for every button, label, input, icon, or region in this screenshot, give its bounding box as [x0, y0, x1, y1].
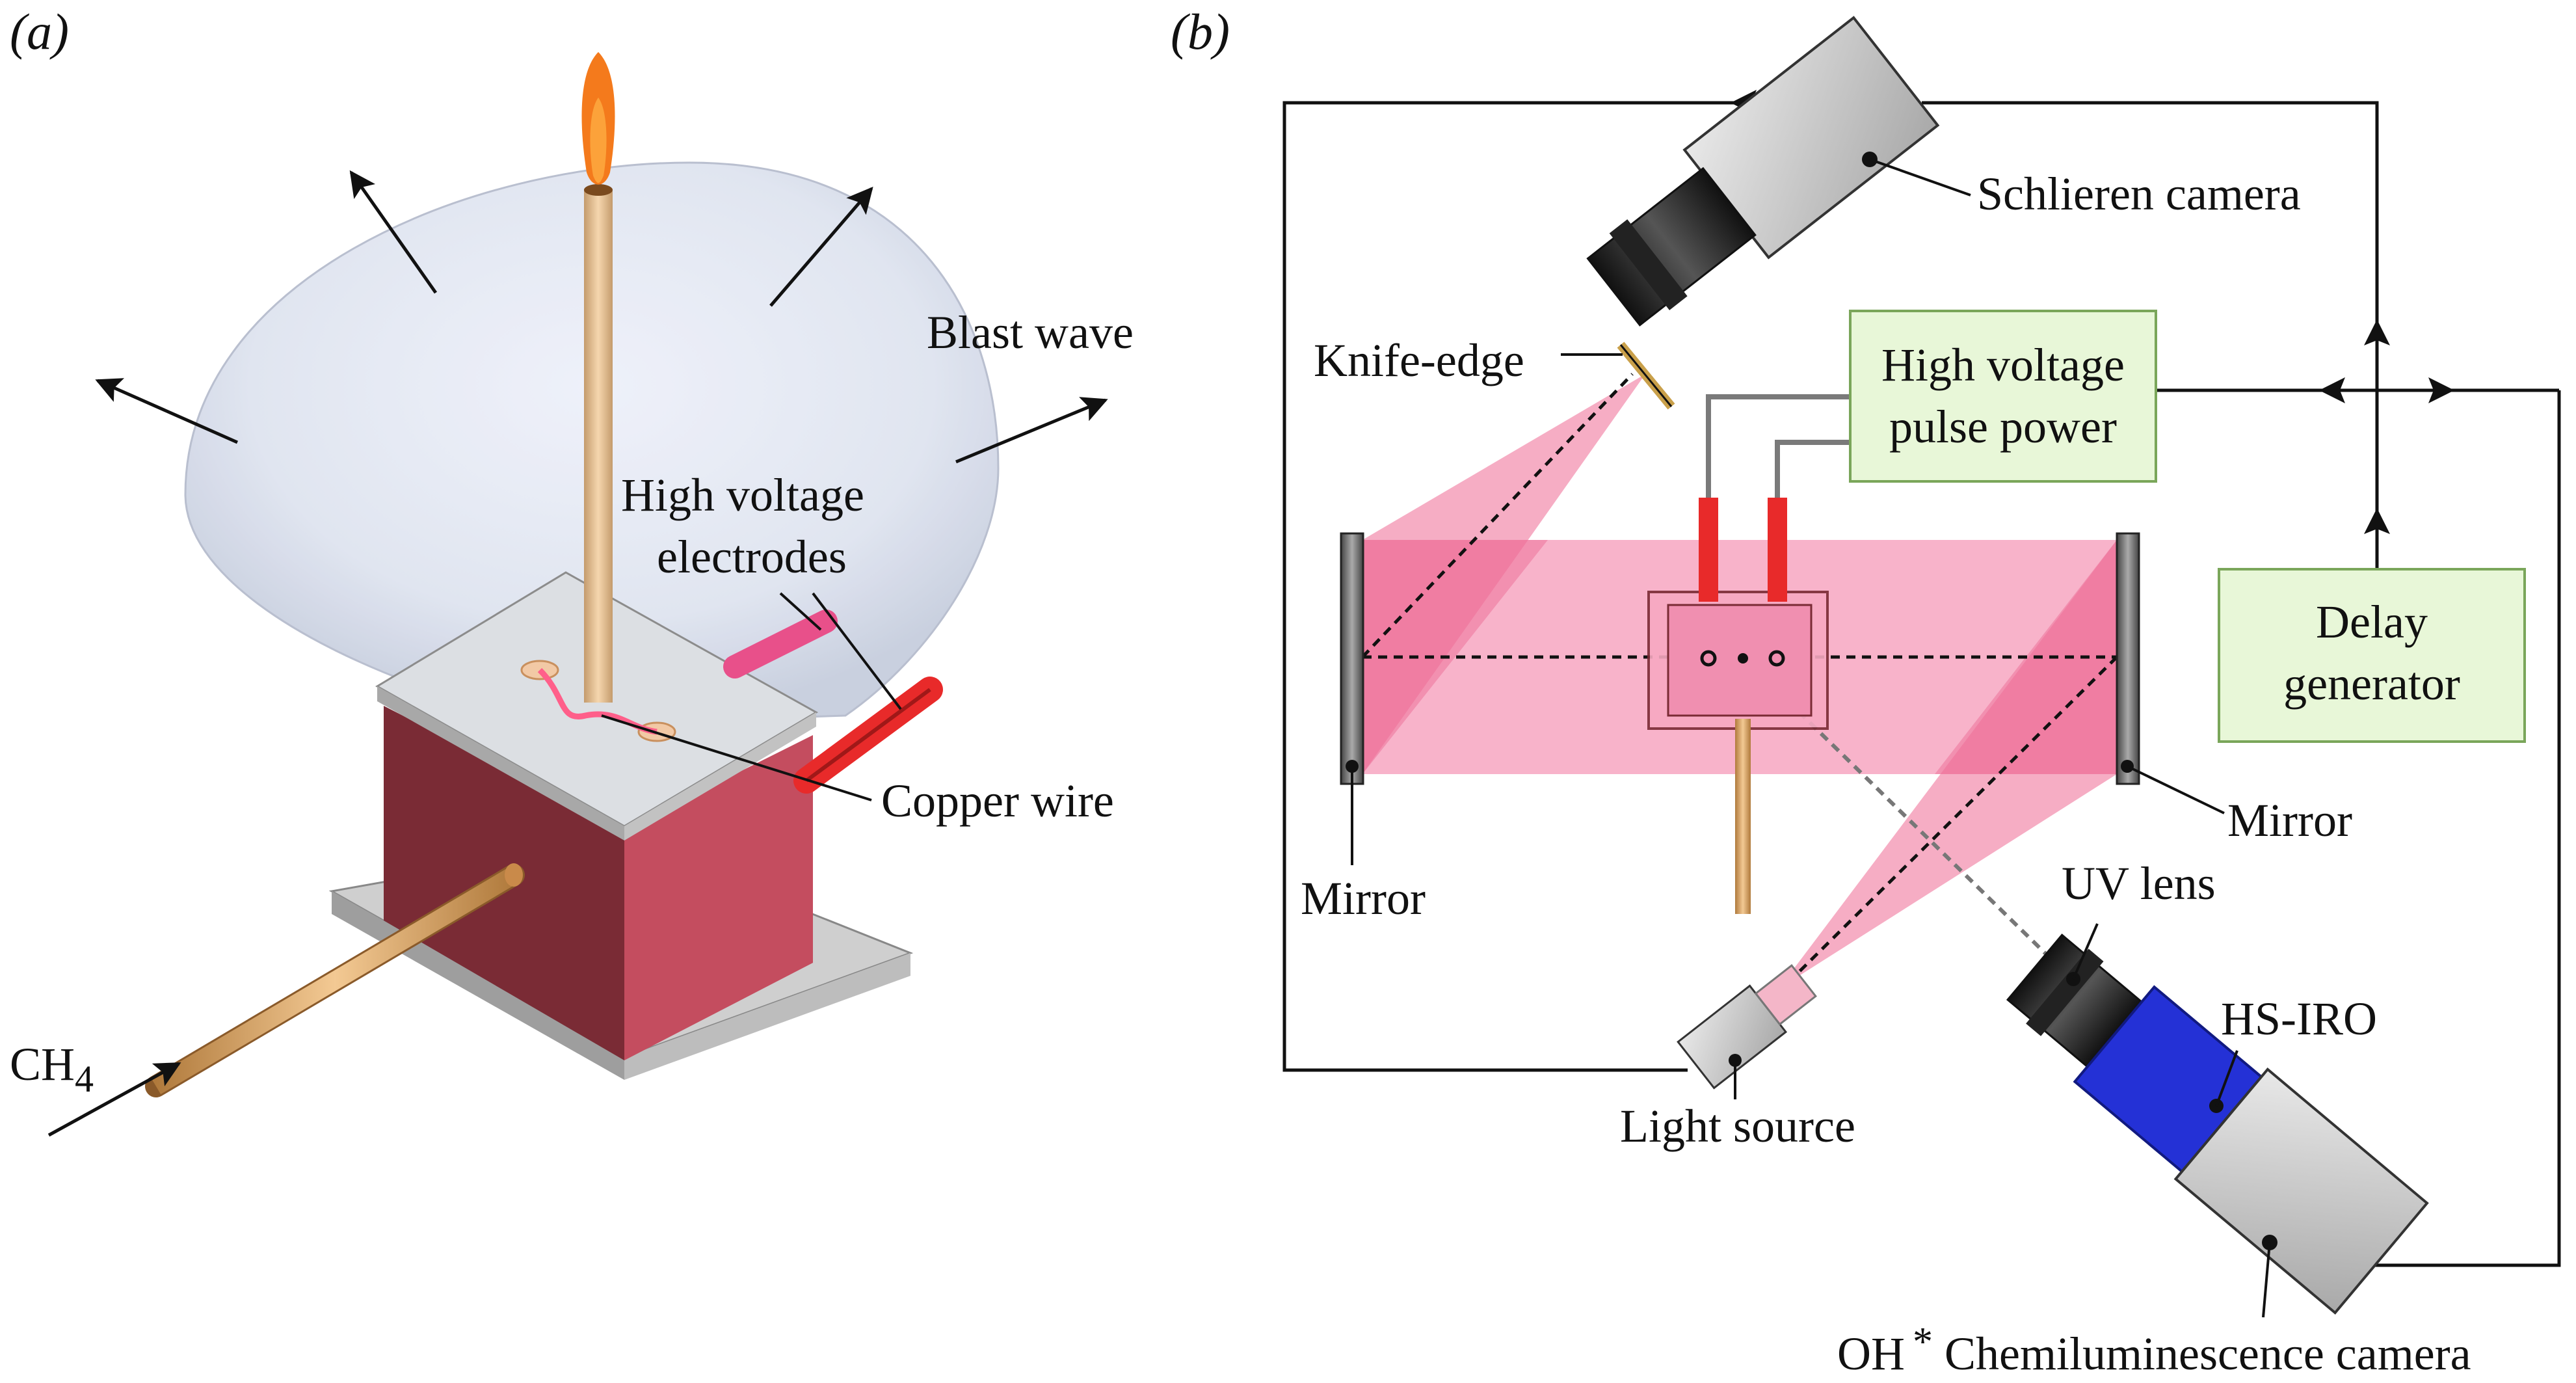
mirror-left: [1340, 532, 1364, 785]
knife-edge-label: Knife-edge: [1314, 334, 1524, 386]
mirror-left-label: Mirror: [1301, 872, 1426, 924]
burner-tube-haze: [584, 189, 613, 703]
schlieren-lens-ring: [1609, 219, 1688, 310]
burner-center: [1738, 653, 1748, 664]
leader-oh-camera: [2262, 1242, 2271, 1318]
delay-box-line2: generator: [2283, 658, 2460, 710]
schlieren-camera-label: Schlieren camera: [1977, 168, 2301, 220]
electrode-tip-right: [1768, 650, 1785, 667]
leader-hs-iro: [2215, 1050, 2238, 1107]
copper-wire-label: Copper wire: [881, 775, 1114, 827]
leader-electrode-back: [779, 592, 822, 631]
chamber-side-face: [624, 735, 813, 1060]
blast-arrow-upright: [769, 186, 873, 307]
electrode-right-shade: [805, 688, 931, 783]
blast-arrow-upleft: [349, 170, 438, 294]
panel-b: (b): [1171, 3, 2561, 1380]
light-source-lens: [1754, 964, 1817, 1026]
base-plate-edge-right: [624, 953, 910, 1080]
flame-core: [590, 98, 607, 183]
fuel-label-sub: 4: [75, 1058, 94, 1100]
panel-b-label: (b): [1171, 3, 1230, 60]
beam-from-light-source: [1779, 540, 2117, 989]
fuel-label: CH4: [10, 1038, 94, 1100]
oh-label-star: *: [1913, 1320, 1933, 1364]
hv-cable-right: [1775, 440, 1853, 498]
optical-path-knife: [1361, 373, 1634, 658]
panel-a: (a): [10, 3, 1134, 1137]
top-plate-edge-right: [624, 712, 816, 840]
trigger-wire-left: [1282, 101, 1805, 1072]
electrode-tip-left: [1700, 650, 1717, 667]
fuel-line-topview: [1735, 719, 1751, 914]
oh-label-rest: Chemiluminescence camera: [1945, 1328, 2471, 1380]
hv-cable-left: [1706, 394, 1853, 498]
leader-mirror-right: [2127, 765, 2225, 814]
trigger-wire-right: [1922, 101, 2379, 569]
mirror-right: [2116, 532, 2140, 785]
oh-camera-body: [2173, 1067, 2429, 1315]
burner-tube: [584, 189, 613, 703]
trigger-wire-oh-camera: [2367, 390, 2561, 1267]
schlieren-camera: [1586, 16, 1940, 327]
beam-to-knife-edge: [1362, 374, 1645, 774]
light-source-label: Light source: [1620, 1100, 1855, 1152]
burner-tube-mouth: [584, 184, 613, 196]
beam-overlap-left: [1362, 540, 1548, 774]
blast-arrow-left: [95, 378, 239, 444]
leader-schlieren-camera: [1869, 158, 1971, 196]
panel-a-label: (a): [10, 3, 69, 60]
hv-electrode-left: [1699, 498, 1718, 602]
oh-camera: [2006, 933, 2429, 1315]
fuel-label-main: CH: [10, 1038, 75, 1090]
blast-wave-label: Blast wave: [927, 306, 1134, 358]
delay-generator-box: [2218, 568, 2526, 743]
fuel-tube: [151, 866, 519, 1095]
hs-iro-label: HS-IRO: [2221, 993, 2377, 1045]
chemiluminescence-path: [1741, 655, 2064, 971]
fuel-tube-end: [505, 863, 523, 887]
leader-copper-wire: [601, 714, 872, 801]
leader-uv-lens: [2072, 923, 2099, 980]
light-source: [1677, 964, 1817, 1090]
uv-lens-ring: [2026, 948, 2104, 1036]
schlieren-lens: [1586, 167, 1757, 327]
leader-electrode-right: [812, 592, 902, 710]
electrodes-label-line1: High voltage: [621, 469, 864, 521]
oh-camera-label: OH* Chemiluminescence camera: [1837, 1320, 2471, 1380]
optical-path-source: [1781, 656, 2118, 990]
hv-electrode-right: [1768, 498, 1787, 602]
oh-label-main: OH: [1837, 1328, 1905, 1380]
mirror-right-label: Mirror: [2227, 794, 2352, 846]
hv-box-line2: pulse power: [1889, 401, 2117, 453]
fuel-flow-arrow: [47, 1062, 181, 1137]
knife-edge-outline: [1619, 344, 1673, 407]
hv-box-line1: High voltage: [1881, 339, 2125, 391]
electrodes-label-line2: electrodes: [657, 531, 847, 583]
blast-arrow-right: [955, 397, 1108, 464]
hv-pulse-power-box: [1849, 310, 2157, 483]
delay-box-line1: Delay: [2316, 596, 2428, 648]
electrode-back: [723, 610, 838, 678]
top-plate-edge: [377, 686, 624, 840]
uv-lens-label: UV lens: [2062, 857, 2216, 909]
